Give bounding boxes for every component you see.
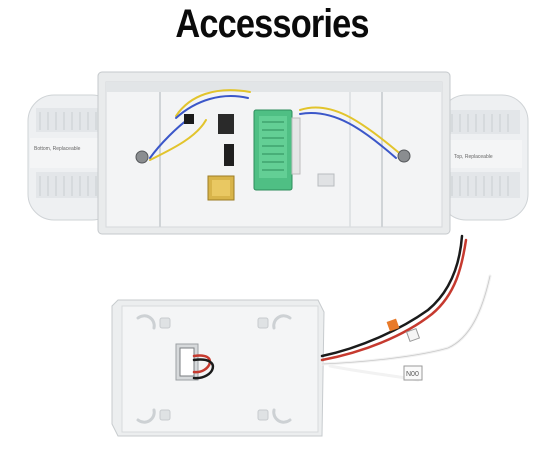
wire-tag: N00 <box>403 365 423 381</box>
left-lamp-label: Bottom, Replaceable <box>34 146 81 152</box>
right-lamp-head: Top, Replaceable <box>439 94 529 221</box>
orange-wire-label <box>386 318 400 332</box>
circuit-board <box>207 109 335 201</box>
wire-tag-label: N00 <box>406 371 419 378</box>
page-title: Accessories <box>175 2 369 46</box>
lead-wires <box>192 234 492 382</box>
mounting-plate <box>111 299 325 437</box>
white-wire-tag <box>405 327 421 343</box>
internal-wiring <box>149 89 399 161</box>
right-lamp-label: Top, Replaceable <box>454 154 493 160</box>
